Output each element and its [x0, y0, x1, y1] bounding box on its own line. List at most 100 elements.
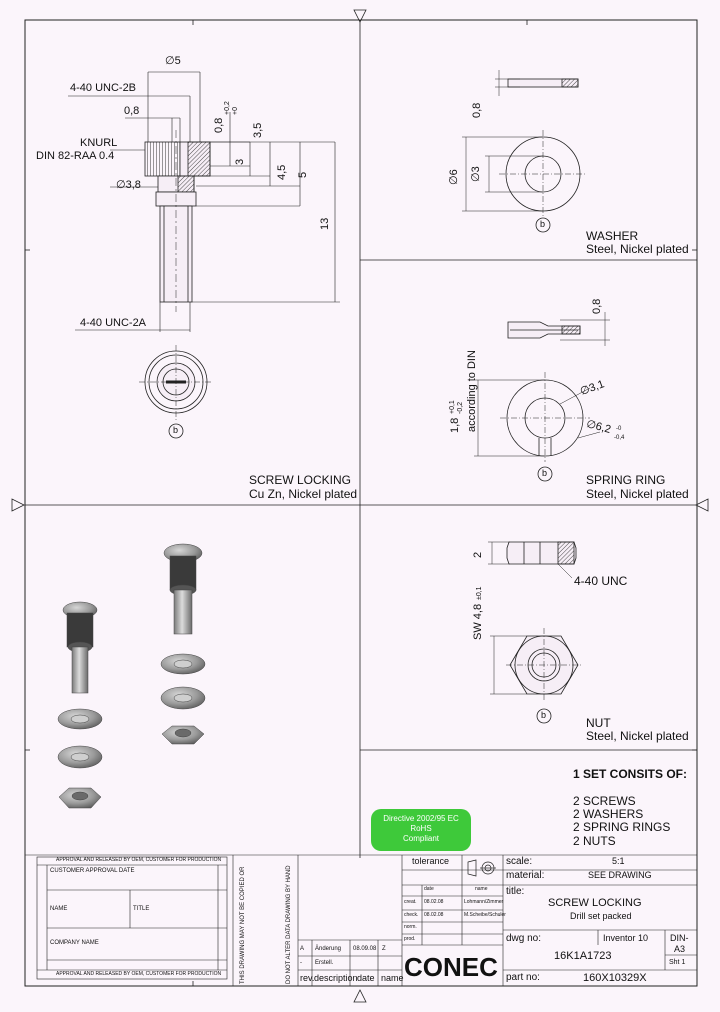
spring-ring-material: Steel, Nickel plated	[586, 487, 689, 501]
spring-ring-title: SPRING RING	[586, 473, 666, 487]
washer-material: Steel, Nickel plated	[586, 242, 689, 256]
rohs-compliant-text: Compliant	[402, 834, 439, 843]
spring-ring-height-label: 1,8	[449, 417, 461, 433]
part-number-label: part no:	[506, 972, 540, 983]
sheet-number: Sht 1	[669, 959, 686, 966]
tolerance-label: tolerance	[412, 856, 450, 866]
rev-row-1-date: 08.09.08	[353, 946, 377, 952]
rev-row-1-desc: Änderung	[315, 946, 342, 952]
spring-ring-outer-tol-up: -0	[616, 426, 622, 432]
prod-label: prod.	[404, 936, 416, 942]
format-label-1: DIN-	[670, 933, 689, 943]
washer-inner-dia-label: ∅3	[470, 166, 482, 182]
screw-dim-45-label: 4,5	[276, 164, 288, 180]
nut-view-marker: b	[541, 710, 547, 720]
nut-material: Steel, Nickel plated	[586, 729, 689, 743]
checked-name: M.Scheibe/Schuler	[464, 912, 506, 918]
description-column-header: description	[314, 973, 358, 983]
title-label: title:	[506, 886, 525, 897]
nut-sw-tol: ±0,1	[476, 586, 483, 600]
checked-label: check.	[404, 912, 419, 918]
spring-ring-height-tol-lo: -0,2	[457, 401, 464, 414]
spring-ring-din-note: according to DIN	[466, 350, 478, 432]
screw-material: Cu Zn, Nickel plated	[249, 487, 358, 501]
set-item-washers: 2 WASHERS	[573, 807, 644, 821]
screw-dim-08-vertical-label: 0,8	[213, 117, 225, 133]
title-subtitle: Drill set packed	[570, 911, 632, 921]
screw-dim-35-tol-up: +0,2	[224, 101, 231, 115]
rohs-compliance-badge: Directive 2002/95 EC RoHS Compliant	[371, 809, 471, 851]
approval-company-label: COMPANY NAME	[50, 940, 99, 946]
spring-ring-outer-tol-lo: -0,4	[614, 435, 625, 441]
screw-dia-38-label: ∅3,8	[116, 179, 141, 191]
spring-ring-view-marker: b	[542, 468, 548, 478]
screw-side-view	[144, 130, 211, 312]
nut-thickness-label: 2	[472, 551, 484, 558]
washer-view-marker: b	[540, 219, 546, 229]
washer-outer-dia-label: ∅6	[448, 169, 460, 185]
date-header: date	[424, 886, 434, 892]
screw-dim-35-tol-lo: +0	[232, 107, 239, 115]
created-date: 08.02.08	[424, 899, 444, 905]
projection-symbol-icon	[467, 859, 496, 877]
rev-row-2-desc: Erstell.	[315, 960, 334, 966]
screw-dim-5-label: 5	[297, 171, 309, 178]
screw-thread-bottom-label: 4-40 UNC-2A	[80, 317, 147, 329]
title-value: SCREW LOCKING	[548, 897, 642, 909]
set-item-spring-rings: 2 SPRING RINGS	[573, 820, 671, 834]
scale-label: scale:	[506, 856, 533, 867]
name-column-header: name	[381, 973, 404, 983]
spring-ring-drawing	[474, 312, 610, 482]
set-item-screws: 2 SCREWS	[573, 794, 636, 808]
created-name: Lohmann/Zimmer	[464, 899, 504, 905]
centering-marks	[11, 9, 709, 1003]
rev-column-header: rev.	[300, 973, 315, 983]
screw-thread-top-label: 4-40 UNC-2B	[70, 82, 137, 94]
name-header: name	[475, 886, 488, 892]
set-contents-heading: 1 SET CONSITS OF:	[573, 767, 688, 781]
copyright-note-1: THIS DRAWING MAY NOT BE COPIED OR	[240, 866, 246, 984]
material-value: SEE DRAWING	[588, 870, 652, 880]
nut-thread-label: 4-40 UNC	[574, 574, 628, 588]
part-number: 160X10329X	[583, 972, 647, 984]
washer-thickness-label: 0,8	[471, 102, 483, 118]
screw-dim-35-label: 3,5	[252, 122, 264, 138]
washer-drawing	[462, 70, 587, 233]
rohs-text: RoHS	[410, 824, 432, 833]
format-label-2: A3	[674, 944, 686, 954]
created-label: creat.	[404, 899, 417, 905]
approval-top-text: APPROVAL AND RELEASED BY OEM, CUSTOMER F…	[56, 857, 222, 863]
screw-title: SCREW LOCKING	[249, 473, 352, 487]
screw-dim-3-label: 3	[234, 158, 246, 165]
screw-view-marker: b	[173, 425, 179, 435]
nut-title: NUT	[586, 716, 611, 730]
drawing-number-label: dwg no:	[506, 933, 542, 944]
date-column-header: date	[357, 973, 375, 983]
screw-knurl-din-label: DIN 82-RAA 0.4	[36, 150, 115, 162]
approval-name-label: NAME	[50, 906, 68, 912]
rohs-directive-text: Directive 2002/95 EC	[383, 814, 459, 823]
screw-dim-08-label: 0,8	[124, 105, 140, 117]
software-label: Inventor 10	[603, 933, 649, 943]
drawing-number: 16K1A1723	[554, 950, 612, 962]
material-label: material:	[506, 870, 545, 881]
approval-title-label: TITLE	[133, 906, 150, 912]
nut-drawing	[488, 541, 582, 724]
screw-knurl-label: KNURL	[80, 137, 118, 149]
washer-title: WASHER	[586, 229, 639, 243]
conec-logo: CONEC	[404, 952, 498, 982]
nut-sw-label: SW 4,8	[472, 603, 484, 640]
screw-dimension-lines	[68, 71, 340, 332]
norm-label: norm.	[404, 924, 417, 930]
screw-dim-13-label: 13	[319, 217, 331, 230]
rev-row-1-name: Z	[382, 946, 386, 952]
screw-top-view	[139, 345, 213, 439]
approval-customer-date: CUSTOMER APPROVAL DATE	[50, 868, 135, 874]
title-block-lines	[25, 854, 697, 986]
rev-row-1-rev: A	[300, 946, 305, 952]
rev-row-2-rev: -	[300, 960, 302, 966]
checked-date: 08.02.08	[424, 912, 444, 918]
spring-ring-thickness-label: 0,8	[591, 298, 603, 314]
rendered-parts-3d	[57, 543, 206, 809]
